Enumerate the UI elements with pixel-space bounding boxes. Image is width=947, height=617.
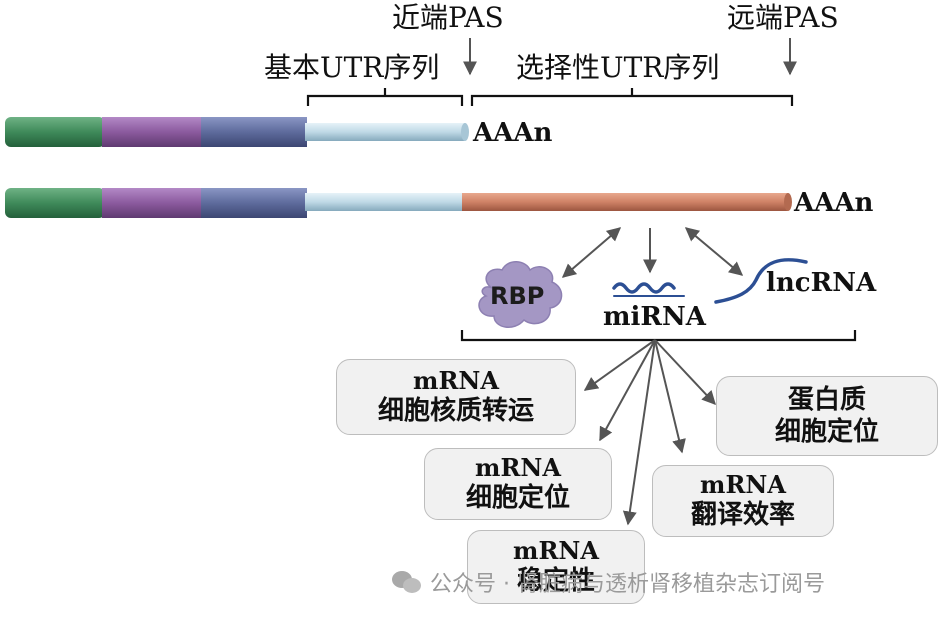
effect-bracket xyxy=(460,330,857,342)
rbp-label: RBP xyxy=(490,282,545,310)
basic-utr-label: 基本UTR序列 xyxy=(264,51,440,84)
short-utr-mrna xyxy=(5,117,469,147)
outcome-line2: 翻译效率 xyxy=(690,499,795,530)
long-utr-mrna xyxy=(5,188,792,218)
outcome-line2: 细胞核质转运 xyxy=(377,395,534,426)
rbp-icon xyxy=(478,261,563,328)
lncrna-label: lncRNA xyxy=(766,268,877,298)
outcome-arrows xyxy=(583,339,716,526)
polya-tail-long: AAAn xyxy=(794,188,874,218)
outcome-line1: mRNA xyxy=(475,452,561,482)
outcome-line2: 细胞定位 xyxy=(774,417,879,447)
outcome-line2: 细胞定位 xyxy=(465,482,570,513)
mirna-label: miRNA xyxy=(603,302,706,332)
rbp-interaction-arrow xyxy=(561,227,622,278)
wechat-icon xyxy=(392,569,422,595)
outcome-stability: mRNA 稳定性 xyxy=(467,530,645,604)
outcome-protein-localization: 蛋白质 细胞定位 xyxy=(716,376,938,456)
polya-tail-short: AAAn xyxy=(473,118,553,148)
alternative-utr-bracket xyxy=(470,88,794,106)
basic-utr-bracket xyxy=(306,88,464,106)
outcome-line1: mRNA xyxy=(513,535,599,565)
lncrna-interaction-arrow xyxy=(684,227,744,276)
lncrna-icon xyxy=(714,258,808,304)
outcome-translation: mRNA 翻译效率 xyxy=(652,465,834,537)
watermark-text: 公众号 · 肾脏病与透析肾移植杂志订阅号 xyxy=(430,572,825,597)
distal-pas-label: 远端PAS xyxy=(727,1,839,34)
outcome-nuclear-export: mRNA 细胞核质转运 xyxy=(336,359,576,435)
watermark: 公众号 · 肾脏病与透析肾移植杂志订阅号 xyxy=(392,566,825,598)
outcome-line2: 稳定性 xyxy=(516,565,595,596)
outcome-mrna-localization: mRNA 细胞定位 xyxy=(424,448,612,520)
outcome-line1: 蛋白质 xyxy=(787,384,866,415)
outcome-line1: mRNA xyxy=(413,365,499,395)
proximal-pas-label: 近端PAS xyxy=(392,1,504,34)
outcome-line1: mRNA xyxy=(700,469,786,499)
mirna-icon xyxy=(612,282,676,294)
alternative-utr-label: 选择性UTR序列 xyxy=(516,51,720,84)
